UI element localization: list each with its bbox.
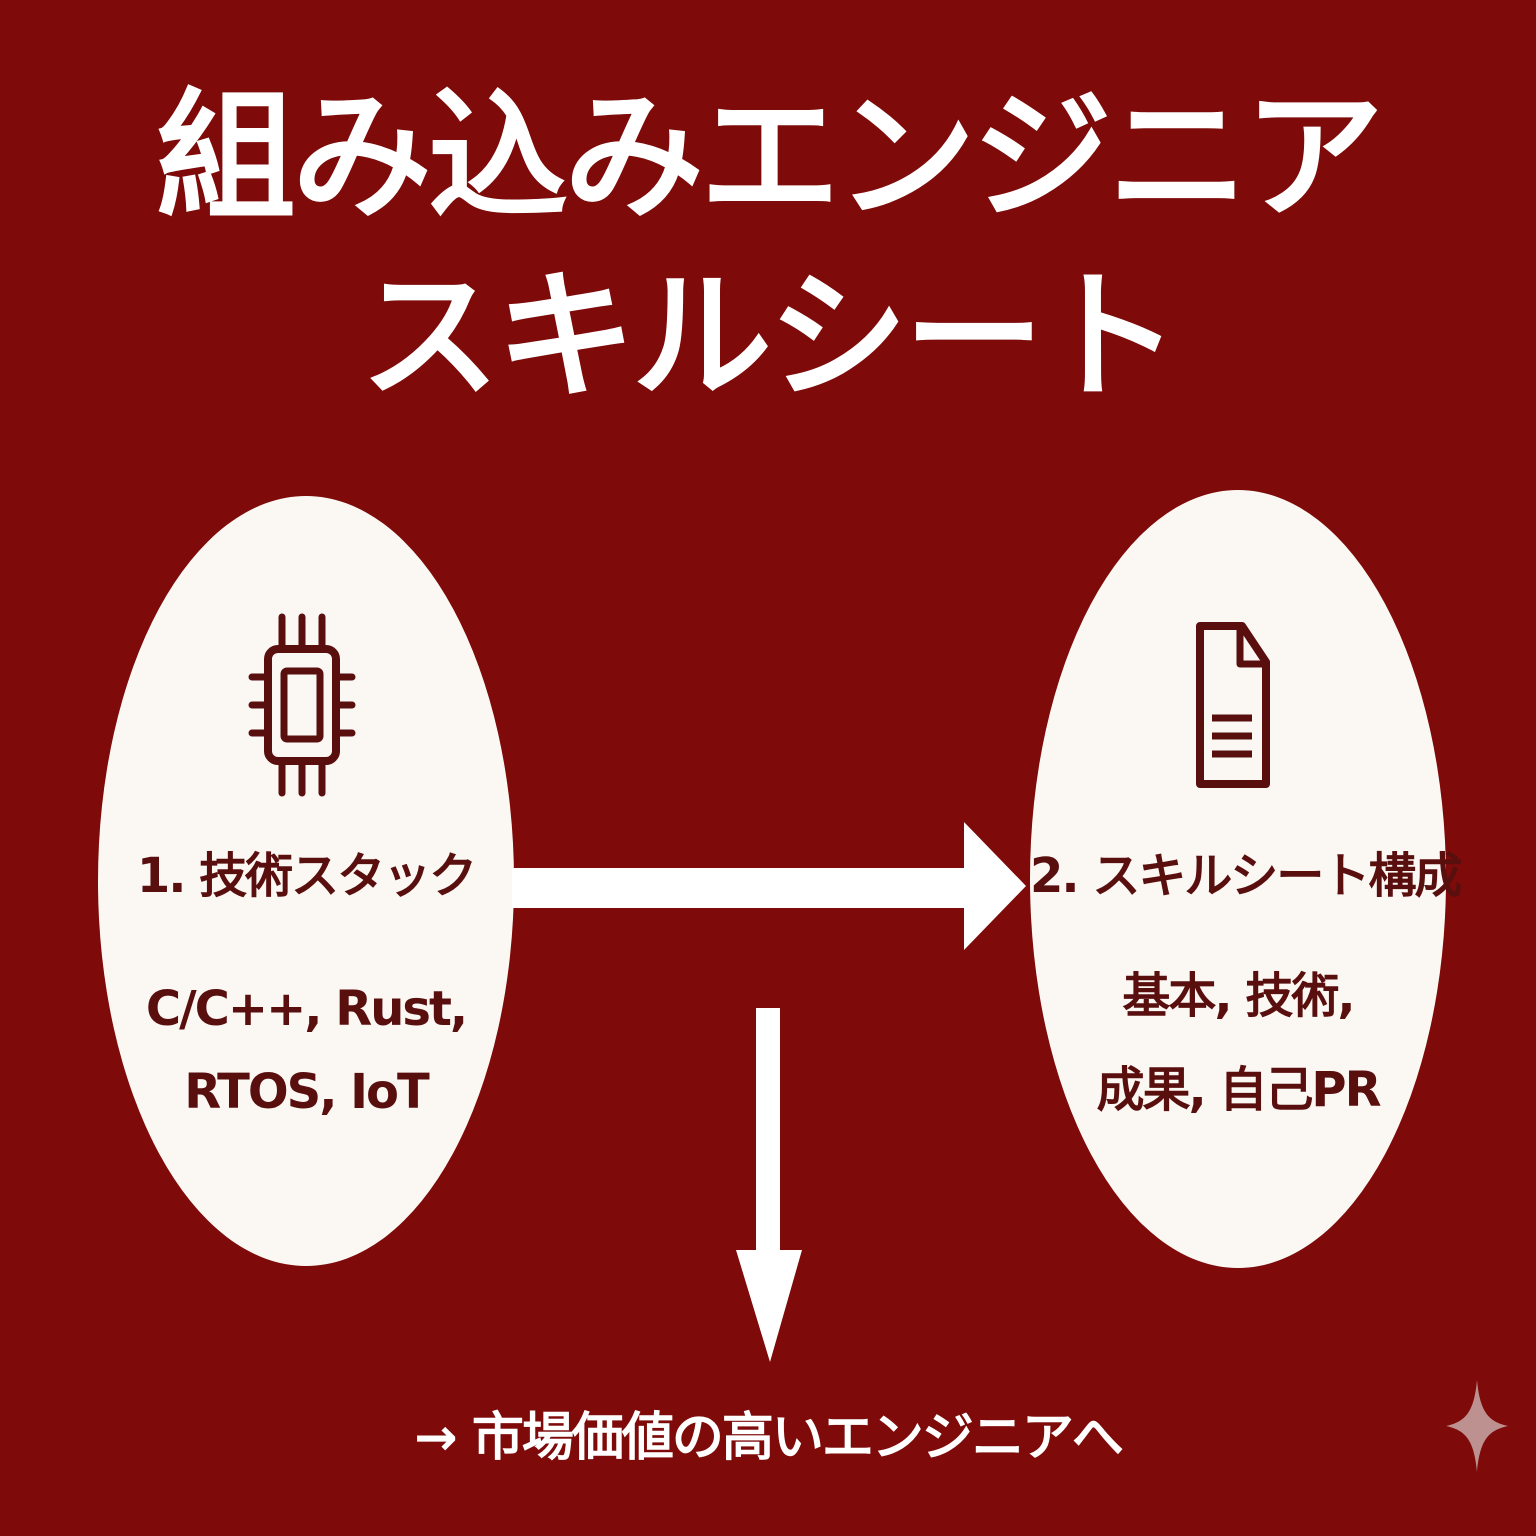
microchip-icon [248,613,356,797]
skill-sheet-items-line-2: 成果, 自己PR [1096,1062,1381,1118]
skill-sheet-items-line-1: 基本, 技術, [1122,968,1355,1024]
conclusion-text: → 市場価値の高いエンジニアへ [414,1408,1124,1468]
tech-stack-heading: 1. 技術スタック [136,848,477,904]
tech-stack-items-line-2: RTOS, IoT [184,1064,429,1120]
skill-sheet-node [1030,490,1446,1268]
sparkle-icon [1446,1380,1508,1472]
tech-stack-node [98,496,514,1266]
down-arrow [736,1008,802,1362]
title-line-1: 組み込みエンジニア [155,76,1384,239]
title-line-2: スキルシート [359,256,1180,419]
skill-sheet-heading: 2. スキルシート構成 [1030,848,1462,904]
right-arrow [512,822,1026,950]
tech-stack-items-line-1: C/C++, Rust, [145,981,468,1037]
document-icon [1196,622,1270,788]
